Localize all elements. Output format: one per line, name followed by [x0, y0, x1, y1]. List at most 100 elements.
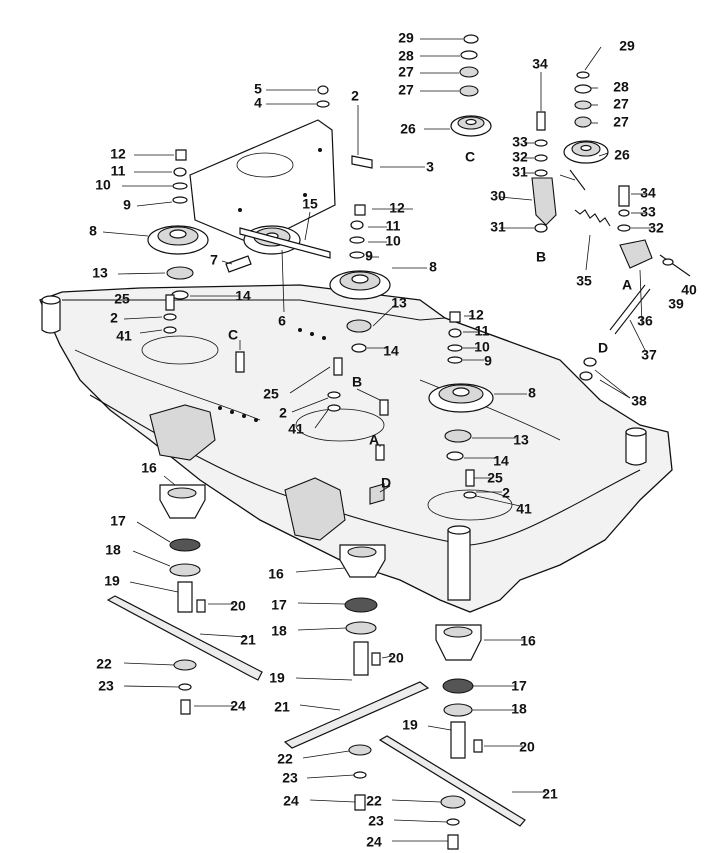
callout-c6: 6	[278, 313, 286, 329]
callout-c31b: 31	[490, 219, 506, 235]
callout-c19c: 19	[402, 717, 418, 733]
callout-c18c: 18	[511, 701, 527, 717]
callout-c2a: 2	[351, 88, 359, 104]
pulley-26-right	[563, 140, 609, 164]
callout-c13b: 13	[391, 295, 407, 311]
callout-c19b: 19	[269, 670, 285, 686]
callout-c35: 35	[576, 273, 592, 289]
callout-c5: 5	[254, 81, 262, 97]
callout-c27b: 27	[398, 82, 414, 98]
callout-c28a: 28	[398, 48, 414, 64]
callout-c19a: 19	[104, 573, 120, 589]
callout-c23c: 23	[368, 813, 384, 829]
callout-c12c: 12	[468, 307, 484, 323]
callout-c39: 39	[668, 296, 684, 312]
idler-mounting-plate	[189, 119, 336, 246]
callout-c10a: 10	[95, 177, 111, 193]
pulley-8-left	[147, 225, 209, 255]
callout-c12a: 12	[110, 146, 126, 162]
callout-c13c: 13	[513, 432, 529, 448]
pulley-26-upper	[450, 115, 492, 137]
callout-c21a: 21	[240, 632, 256, 648]
spindle-assembly-left	[159, 484, 206, 613]
callout-c8c: 8	[528, 385, 536, 401]
callout-c7: 7	[210, 252, 218, 268]
pulley-8-center	[329, 270, 391, 300]
callout-c27c: 27	[613, 96, 629, 112]
callout-c9c: 9	[484, 353, 492, 369]
callout-cAa: A	[622, 277, 632, 293]
callout-c25b: 25	[263, 386, 279, 402]
callout-c33b: 33	[640, 204, 656, 220]
callout-c26a: 26	[400, 121, 416, 137]
callout-c11a: 11	[111, 163, 126, 179]
callout-c36: 36	[637, 313, 653, 329]
belt-guide-15	[239, 227, 331, 259]
idler-arm-and-spring	[531, 139, 691, 381]
mower-deck-housing	[39, 284, 673, 613]
spindle-assembly-center	[339, 544, 386, 676]
callout-c20c: 20	[519, 739, 535, 755]
blade-hardware	[173, 659, 466, 850]
callout-c20b: 20	[388, 650, 404, 666]
hardware-stack-upper	[166, 34, 592, 461]
callout-c30: 30	[490, 188, 506, 204]
callout-c2c: 2	[279, 405, 287, 421]
callout-c9b: 9	[365, 248, 373, 264]
pulley-8-right	[428, 383, 494, 413]
callout-c20a: 20	[230, 598, 246, 614]
leader-lines	[102, 38, 652, 842]
callout-c9a: 9	[123, 197, 131, 213]
callout-c8b: 8	[429, 259, 437, 275]
callout-cAb: A	[369, 432, 379, 448]
callout-c14c: 14	[493, 453, 509, 469]
callout-c17b: 17	[271, 597, 287, 613]
callout-c32a: 32	[512, 149, 528, 165]
callout-c27a: 27	[398, 64, 414, 80]
callout-c26b: 26	[614, 147, 630, 163]
callout-c40: 40	[681, 282, 697, 298]
callout-c25a: 25	[114, 291, 130, 307]
deck-pins	[163, 313, 477, 505]
callout-c41b: 41	[288, 421, 304, 437]
callout-cCa: C	[465, 149, 475, 165]
callout-c15: 15	[302, 196, 318, 212]
callout-c24c: 24	[366, 834, 382, 850]
callout-c41a: 41	[116, 328, 132, 344]
callout-cBb: B	[352, 374, 362, 390]
callout-c14b: 14	[383, 343, 399, 359]
callout-c24b: 24	[283, 793, 299, 809]
callout-c28b: 28	[613, 79, 629, 95]
callout-c2d: 2	[502, 485, 510, 501]
callout-c23a: 23	[98, 678, 114, 694]
callout-c23b: 23	[282, 770, 298, 786]
callout-c29a: 29	[398, 30, 414, 46]
callout-c22c: 22	[366, 793, 382, 809]
callout-c11c: 11	[475, 323, 490, 339]
spindle-assembly-right	[435, 525, 483, 759]
callout-c17c: 17	[511, 678, 527, 694]
callout-c41c: 41	[516, 501, 532, 517]
callout-c4: 4	[254, 95, 262, 111]
callout-c18a: 18	[105, 542, 121, 558]
callout-c16a: 16	[141, 460, 157, 476]
callout-c21c: 21	[542, 786, 558, 802]
callout-c29b: 29	[619, 38, 635, 54]
callout-c34b: 34	[640, 185, 656, 201]
callout-c31a: 31	[512, 164, 528, 180]
callout-c16c: 16	[520, 633, 536, 649]
callout-c13a: 13	[92, 265, 108, 281]
callout-c25c: 25	[487, 470, 503, 486]
part-number-callouts: 2928272726C343332313031B2928272726343332…	[89, 30, 697, 850]
callout-c38: 38	[631, 393, 647, 409]
callout-c33a: 33	[512, 134, 528, 150]
callout-cBa: B	[536, 249, 546, 265]
callout-c12b: 12	[389, 200, 405, 216]
callout-cDa: D	[598, 340, 608, 356]
callout-c2b: 2	[110, 310, 118, 326]
callout-c27d: 27	[613, 114, 629, 130]
callout-c17a: 17	[110, 513, 126, 529]
callout-c14a: 14	[235, 288, 251, 304]
callout-cDb: D	[381, 475, 391, 491]
callout-c10b: 10	[385, 233, 401, 249]
